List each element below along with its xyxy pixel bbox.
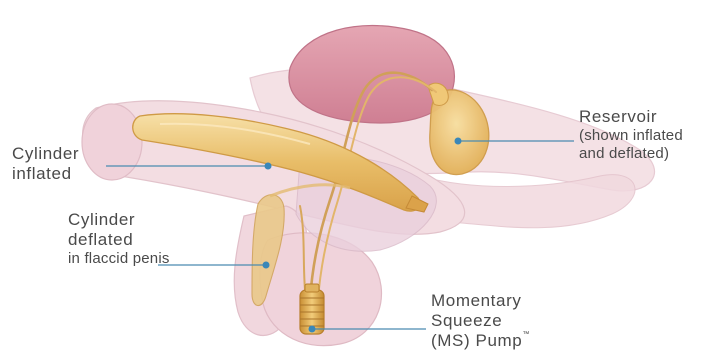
reservoir-leader-dot	[455, 138, 462, 145]
reservoir-title: Reservoir	[579, 107, 683, 127]
reservoir-note-line2: and deflated)	[579, 145, 683, 163]
cylinder-deflated-leader-dot	[263, 262, 270, 269]
cylinder-deflated-line2: deflated	[68, 230, 170, 250]
cylinder-deflated-note: in flaccid penis	[68, 250, 170, 268]
trademark-symbol: ™	[522, 331, 530, 338]
cylinder-inflated-line2: inflated	[12, 164, 79, 184]
pump-line2: Squeeze	[431, 311, 530, 331]
pump-label: Momentary Squeeze (MS) Pump™	[431, 291, 530, 351]
cylinder-deflated-line1: Cylinder	[68, 210, 170, 230]
bladder	[289, 26, 455, 123]
glans	[82, 104, 142, 180]
cylinder-deflated-label: Cylinder deflated in flaccid penis	[68, 210, 170, 268]
cylinder-inflated-line1: Cylinder	[12, 144, 79, 164]
cylinder-inflated-leader-dot	[265, 163, 272, 170]
cylinder-inflated-label: Cylinder inflated	[12, 144, 79, 184]
pump-line1: Momentary	[431, 291, 530, 311]
pump-leader-dot	[309, 326, 316, 333]
reservoir-label: Reservoir (shown inflated and deflated)	[579, 107, 683, 163]
pump-line3: (MS) Pump	[431, 331, 522, 350]
reservoir-note-line1: (shown inflated	[579, 127, 683, 145]
